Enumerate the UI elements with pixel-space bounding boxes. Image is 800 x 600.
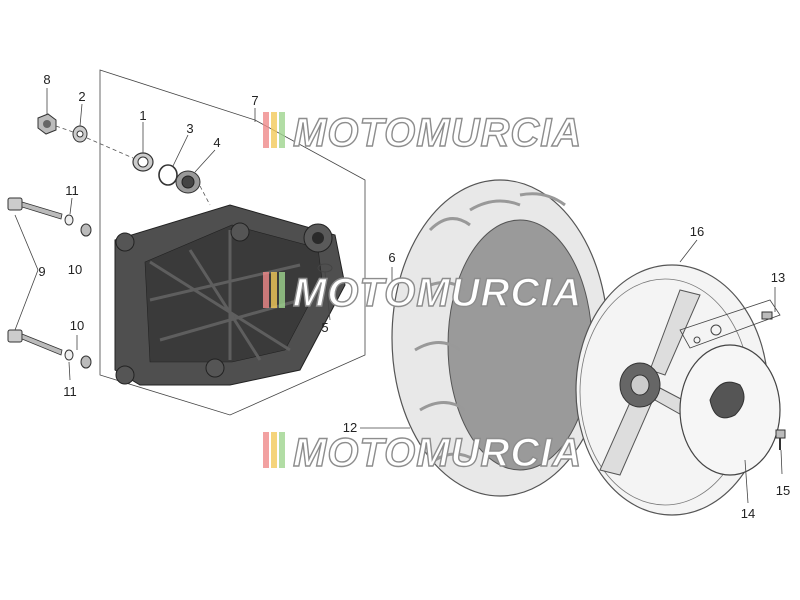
watermark-logo-middle: MOTOMURCIA bbox=[263, 270, 582, 316]
callout-9: 9 bbox=[38, 264, 45, 279]
watermark-logo-top: MOTOMURCIA bbox=[263, 110, 582, 156]
callout-3: 3 bbox=[186, 121, 193, 136]
callout-11-lower: 11 bbox=[63, 384, 77, 399]
callout-11-upper: 11 bbox=[65, 183, 79, 198]
watermark-logo-bottom: MOTOMURCIA bbox=[263, 430, 582, 476]
callout-8: 8 bbox=[43, 72, 50, 87]
callout-15: 15 bbox=[776, 483, 790, 498]
part-4-bearing bbox=[175, 170, 201, 194]
callout-2: 2 bbox=[78, 89, 85, 104]
part-13-bolt bbox=[693, 311, 773, 344]
part-11-washer-lower bbox=[64, 349, 74, 361]
part-9-bolt-upper bbox=[7, 197, 63, 220]
callout-12: 12 bbox=[343, 420, 357, 435]
part-2-washer bbox=[72, 125, 88, 143]
callout-5: 5 bbox=[321, 320, 328, 335]
callout-14: 14 bbox=[741, 506, 755, 521]
part-10-nut-upper bbox=[80, 223, 92, 237]
part-3-circlip bbox=[158, 164, 178, 186]
part-15-bolt bbox=[775, 429, 786, 450]
callout-6: 6 bbox=[388, 250, 395, 265]
part-14-brake-disc bbox=[679, 344, 781, 476]
watermark-text-bottom: MOTOMURCIA bbox=[293, 431, 582, 475]
callout-16: 16 bbox=[690, 224, 704, 239]
part-12-tyre bbox=[391, 179, 609, 497]
callout-labels: 1 2 3 4 5 6 7 8 9 10 10 11 11 12 13 14 1… bbox=[38, 72, 790, 521]
part-9-bolt-lower bbox=[7, 329, 63, 356]
part-1-seal bbox=[132, 152, 154, 172]
part-8-nut bbox=[37, 113, 57, 135]
callout-13: 13 bbox=[771, 270, 785, 285]
callout-10-lower: 10 bbox=[70, 318, 84, 333]
part-13-outline bbox=[679, 299, 781, 349]
callout-7: 7 bbox=[251, 93, 258, 108]
part-10-nut-lower bbox=[80, 355, 92, 369]
watermark-text-middle: MOTOMURCIA bbox=[293, 271, 582, 315]
leader-lines bbox=[14, 88, 783, 504]
callout-1: 1 bbox=[139, 108, 146, 123]
watermark-text-top: MOTOMURCIA bbox=[293, 111, 582, 155]
swingarm-bracket bbox=[114, 204, 346, 386]
callout-4: 4 bbox=[213, 135, 220, 150]
callout-10-upper: 10 bbox=[68, 262, 82, 277]
part-11-washer-upper bbox=[64, 214, 74, 226]
